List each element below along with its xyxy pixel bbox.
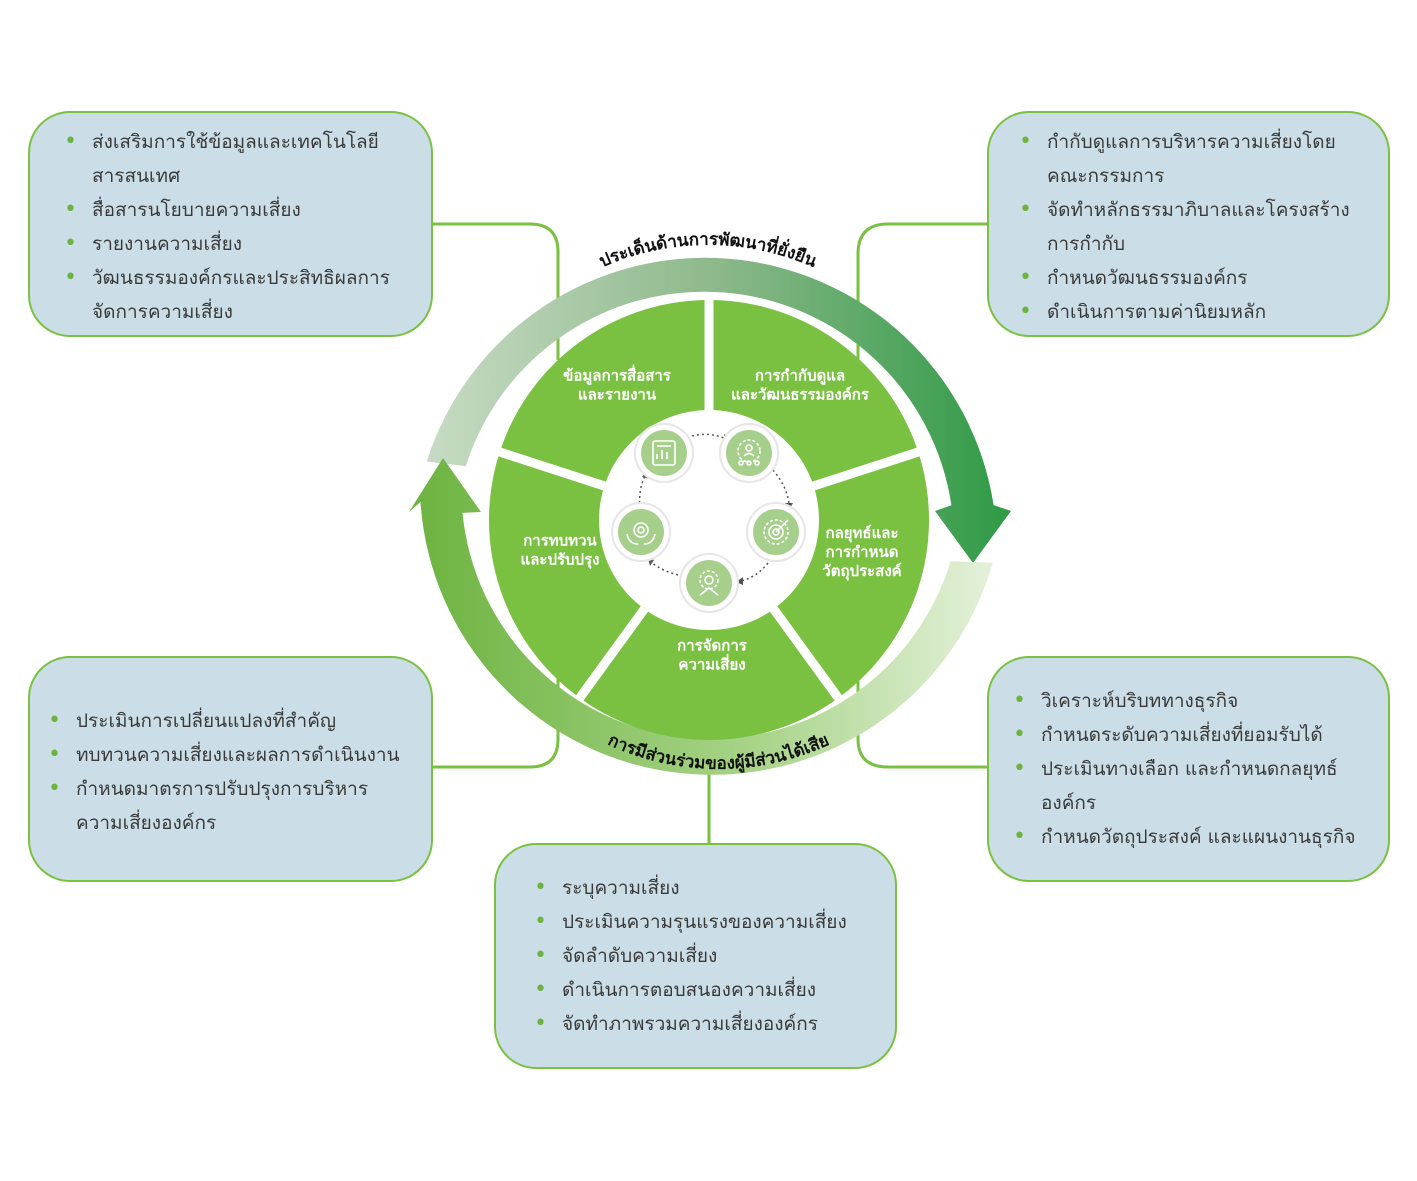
- list-item: จัดทำหลักธรรมาภิบาลและโครงสร้างการกำกับ: [1015, 193, 1368, 261]
- list-item: วิเคราะห์บริบททางธุรกิจ: [1009, 684, 1372, 718]
- list-item: ประเมินทางเลือก และกำหนดกลยุทธ์องค์กร: [1009, 752, 1372, 820]
- ring-bottom-arrow: [409, 458, 993, 775]
- list-item: จัดทำภาพรวมความเสี่ยงองค์กร: [530, 1007, 879, 1041]
- dotted-arrow-1: [691, 433, 725, 439]
- target-gear-icon: [746, 502, 806, 562]
- list-item: สื่อสารนโยบายความเสี่ยง: [60, 193, 411, 227]
- connector-bottom-left: [433, 660, 560, 769]
- segment-risk: [583, 554, 835, 740]
- segment-label-strategy: วัตถุประสงค์: [822, 562, 901, 581]
- segment-label-info: และรายงาน: [578, 386, 657, 404]
- box-bottom-center: ระบุความเสี่ยง ประเมินความรุนแรงของความเ…: [494, 843, 897, 1069]
- list-item: ส่งเสริมการใช้ข้อมูลและเทคโนโลยีสารสนเทศ: [60, 125, 411, 193]
- segment-label-review: และปรับปรุง: [521, 551, 600, 570]
- box-bottom-left: ประเมินการเปลี่ยนแปลงที่สำคัญ ทบทวนความเ…: [28, 656, 433, 882]
- list-item: ระบุความเสี่ยง: [530, 871, 879, 905]
- arrowhead-3: [736, 577, 743, 585]
- segment-label-risk: การจัดการ: [677, 637, 748, 655]
- list-item: วัฒนธรรมองค์กรและประสิทธิผลการจัดการความ…: [60, 261, 411, 329]
- list-item: กำหนดมาตรการปรับปรุงการบริหารความเสี่ยงอ…: [44, 772, 411, 840]
- list-item: ประเมินการเปลี่ยนแปลงที่สำคัญ: [44, 704, 411, 738]
- list-item: จัดลำดับความเสี่ยง: [530, 939, 879, 973]
- segment-label-governance: การกำกับดูแล: [755, 367, 845, 386]
- list-item: รายงานความเสี่ยง: [60, 227, 411, 261]
- segment-label-review: การทบทวน: [523, 532, 597, 550]
- list-item: กำหนดวัฒนธรรมองค์กร: [1015, 261, 1368, 295]
- box-top-right: กำกับดูแลการบริหารความเสี่ยงโดยคณะกรรมกา…: [987, 111, 1390, 337]
- report-icon: [634, 423, 694, 483]
- connector-bottom-right: [856, 660, 987, 769]
- connector-top-right: [856, 222, 987, 360]
- hands-target-icon: [611, 502, 671, 562]
- segment-label-strategy: การกำหนด: [826, 543, 899, 561]
- list-item: กำหนดวัตถุประสงค์ และแผนงานธุรกิจ: [1009, 820, 1372, 854]
- box-top-left: ส่งเสริมการใช้ข้อมูลและเทคโนโลยีสารสนเทศ…: [28, 111, 433, 337]
- list-item: ทบทวนความเสี่ยงและผลการดำเนินงาน: [44, 738, 411, 772]
- box-bottom-right: วิเคราะห์บริบททางธุรกิจ กำหนดระดับความเส…: [987, 656, 1390, 882]
- segment-label-governance: และวัฒนธรรมองค์กร: [731, 386, 870, 404]
- gear-shield-icon: [679, 553, 739, 613]
- dotted-arrow-2: [772, 469, 790, 506]
- cycle-icons: [611, 423, 806, 613]
- list-item: ดำเนินการตามค่านิยมหลัก: [1015, 295, 1368, 329]
- connector-lines: [433, 222, 987, 845]
- segment-label-info: ข้อมูลการสื่อสาร: [563, 365, 672, 386]
- segment-label-strategy: กลยุทธ์และ: [825, 524, 898, 543]
- list-item: กำหนดระดับความเสี่ยงที่ยอมรับได้: [1009, 718, 1372, 752]
- people-gear-icon: [719, 423, 779, 483]
- ring-top-arrow: [426, 257, 1011, 563]
- list-item: ดำเนินการตอบสนองความเสี่ยง: [530, 973, 879, 1007]
- segment-label-risk: ความเสี่ยง: [678, 654, 745, 674]
- list-item: กำกับดูแลการบริหารความเสี่ยงโดยคณะกรรมกา…: [1015, 125, 1368, 193]
- list-item: ประเมินความรุนแรงของความเสี่ยง: [530, 905, 879, 939]
- connector-top-left: [433, 222, 560, 360]
